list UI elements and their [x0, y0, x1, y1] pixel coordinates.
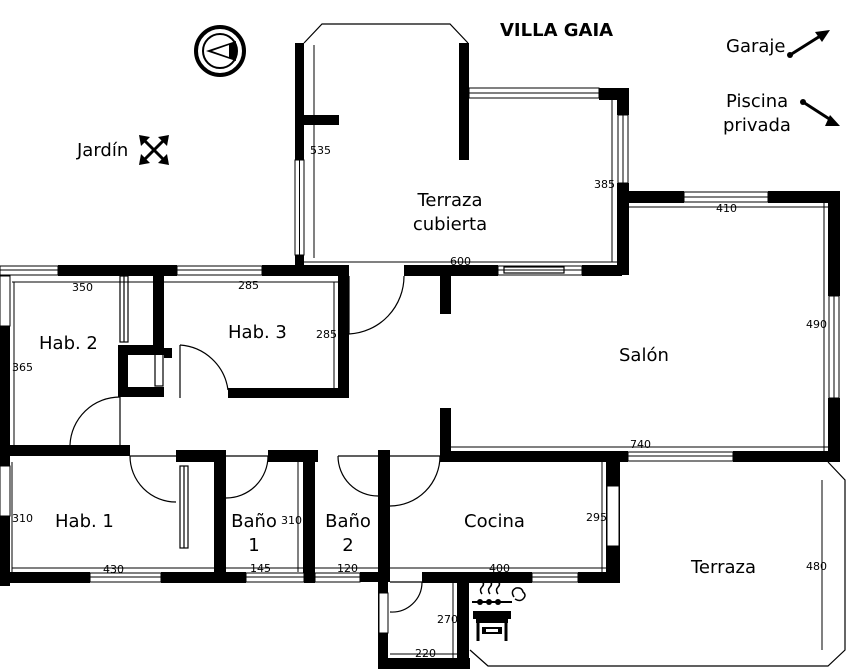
dimension-lines — [11, 45, 828, 658]
dimension-400: 400 — [489, 562, 510, 575]
dimension-310-hab1: 310 — [12, 512, 33, 525]
dimension-385: 385 — [594, 178, 615, 191]
room-label-bano1-line2: 1 — [248, 535, 259, 556]
dimension-295: 295 — [586, 511, 607, 524]
dimension-310-bano1: 310 — [281, 514, 302, 527]
compass-icon — [194, 25, 246, 77]
doors — [69, 266, 565, 613]
room-label-terraza: Terraza — [690, 557, 756, 578]
dimension-600: 600 — [450, 255, 471, 268]
windows — [0, 87, 840, 634]
room-label-salon: Salón — [619, 345, 669, 366]
room-label-cocina: Cocina — [464, 511, 525, 532]
dimension-120: 120 — [337, 562, 358, 575]
room-label-bano2-line1: Baño — [325, 511, 371, 532]
room-label-bano1-line1: Baño — [231, 511, 277, 532]
dimension-145: 145 — [250, 562, 271, 575]
dimension-285-horizontal: 285 — [238, 279, 259, 292]
room-label-covered-terrace-line1: Terraza — [416, 190, 482, 211]
walls — [0, 23, 846, 669]
dimension-535: 535 — [310, 144, 331, 157]
room-label-hab1: Hab. 1 — [55, 511, 114, 532]
dimension-480: 480 — [806, 560, 827, 573]
dimension-430: 430 — [103, 563, 124, 576]
dimension-490: 490 — [806, 318, 827, 331]
dimension-285-vertical: 285 — [316, 328, 337, 341]
room-label-hab2: Hab. 2 — [39, 333, 98, 354]
dimension-270: 270 — [437, 613, 458, 626]
garage-label: Garaje — [726, 36, 785, 57]
room-label-covered-terrace-line2: cubierta — [413, 214, 487, 235]
barbecue-icon — [472, 580, 526, 641]
pool-label-line2: privada — [723, 115, 791, 136]
room-label-hab3: Hab. 3 — [228, 322, 287, 343]
arrow-up-right-icon — [787, 30, 830, 58]
arrow-down-right-icon — [800, 99, 840, 126]
dimension-365: 365 — [12, 361, 33, 374]
room-label-bano2-line2: 2 — [342, 535, 353, 556]
dimension-740: 740 — [630, 438, 651, 451]
pool-label-line1: Piscina — [726, 91, 788, 112]
garden-label: Jardín — [76, 140, 128, 161]
expand-arrows-icon — [139, 135, 169, 165]
dimension-350: 350 — [72, 281, 93, 294]
dimension-220: 220 — [415, 647, 436, 660]
dimension-410: 410 — [716, 202, 737, 215]
plan-title: VILLA GAIA — [500, 20, 613, 41]
